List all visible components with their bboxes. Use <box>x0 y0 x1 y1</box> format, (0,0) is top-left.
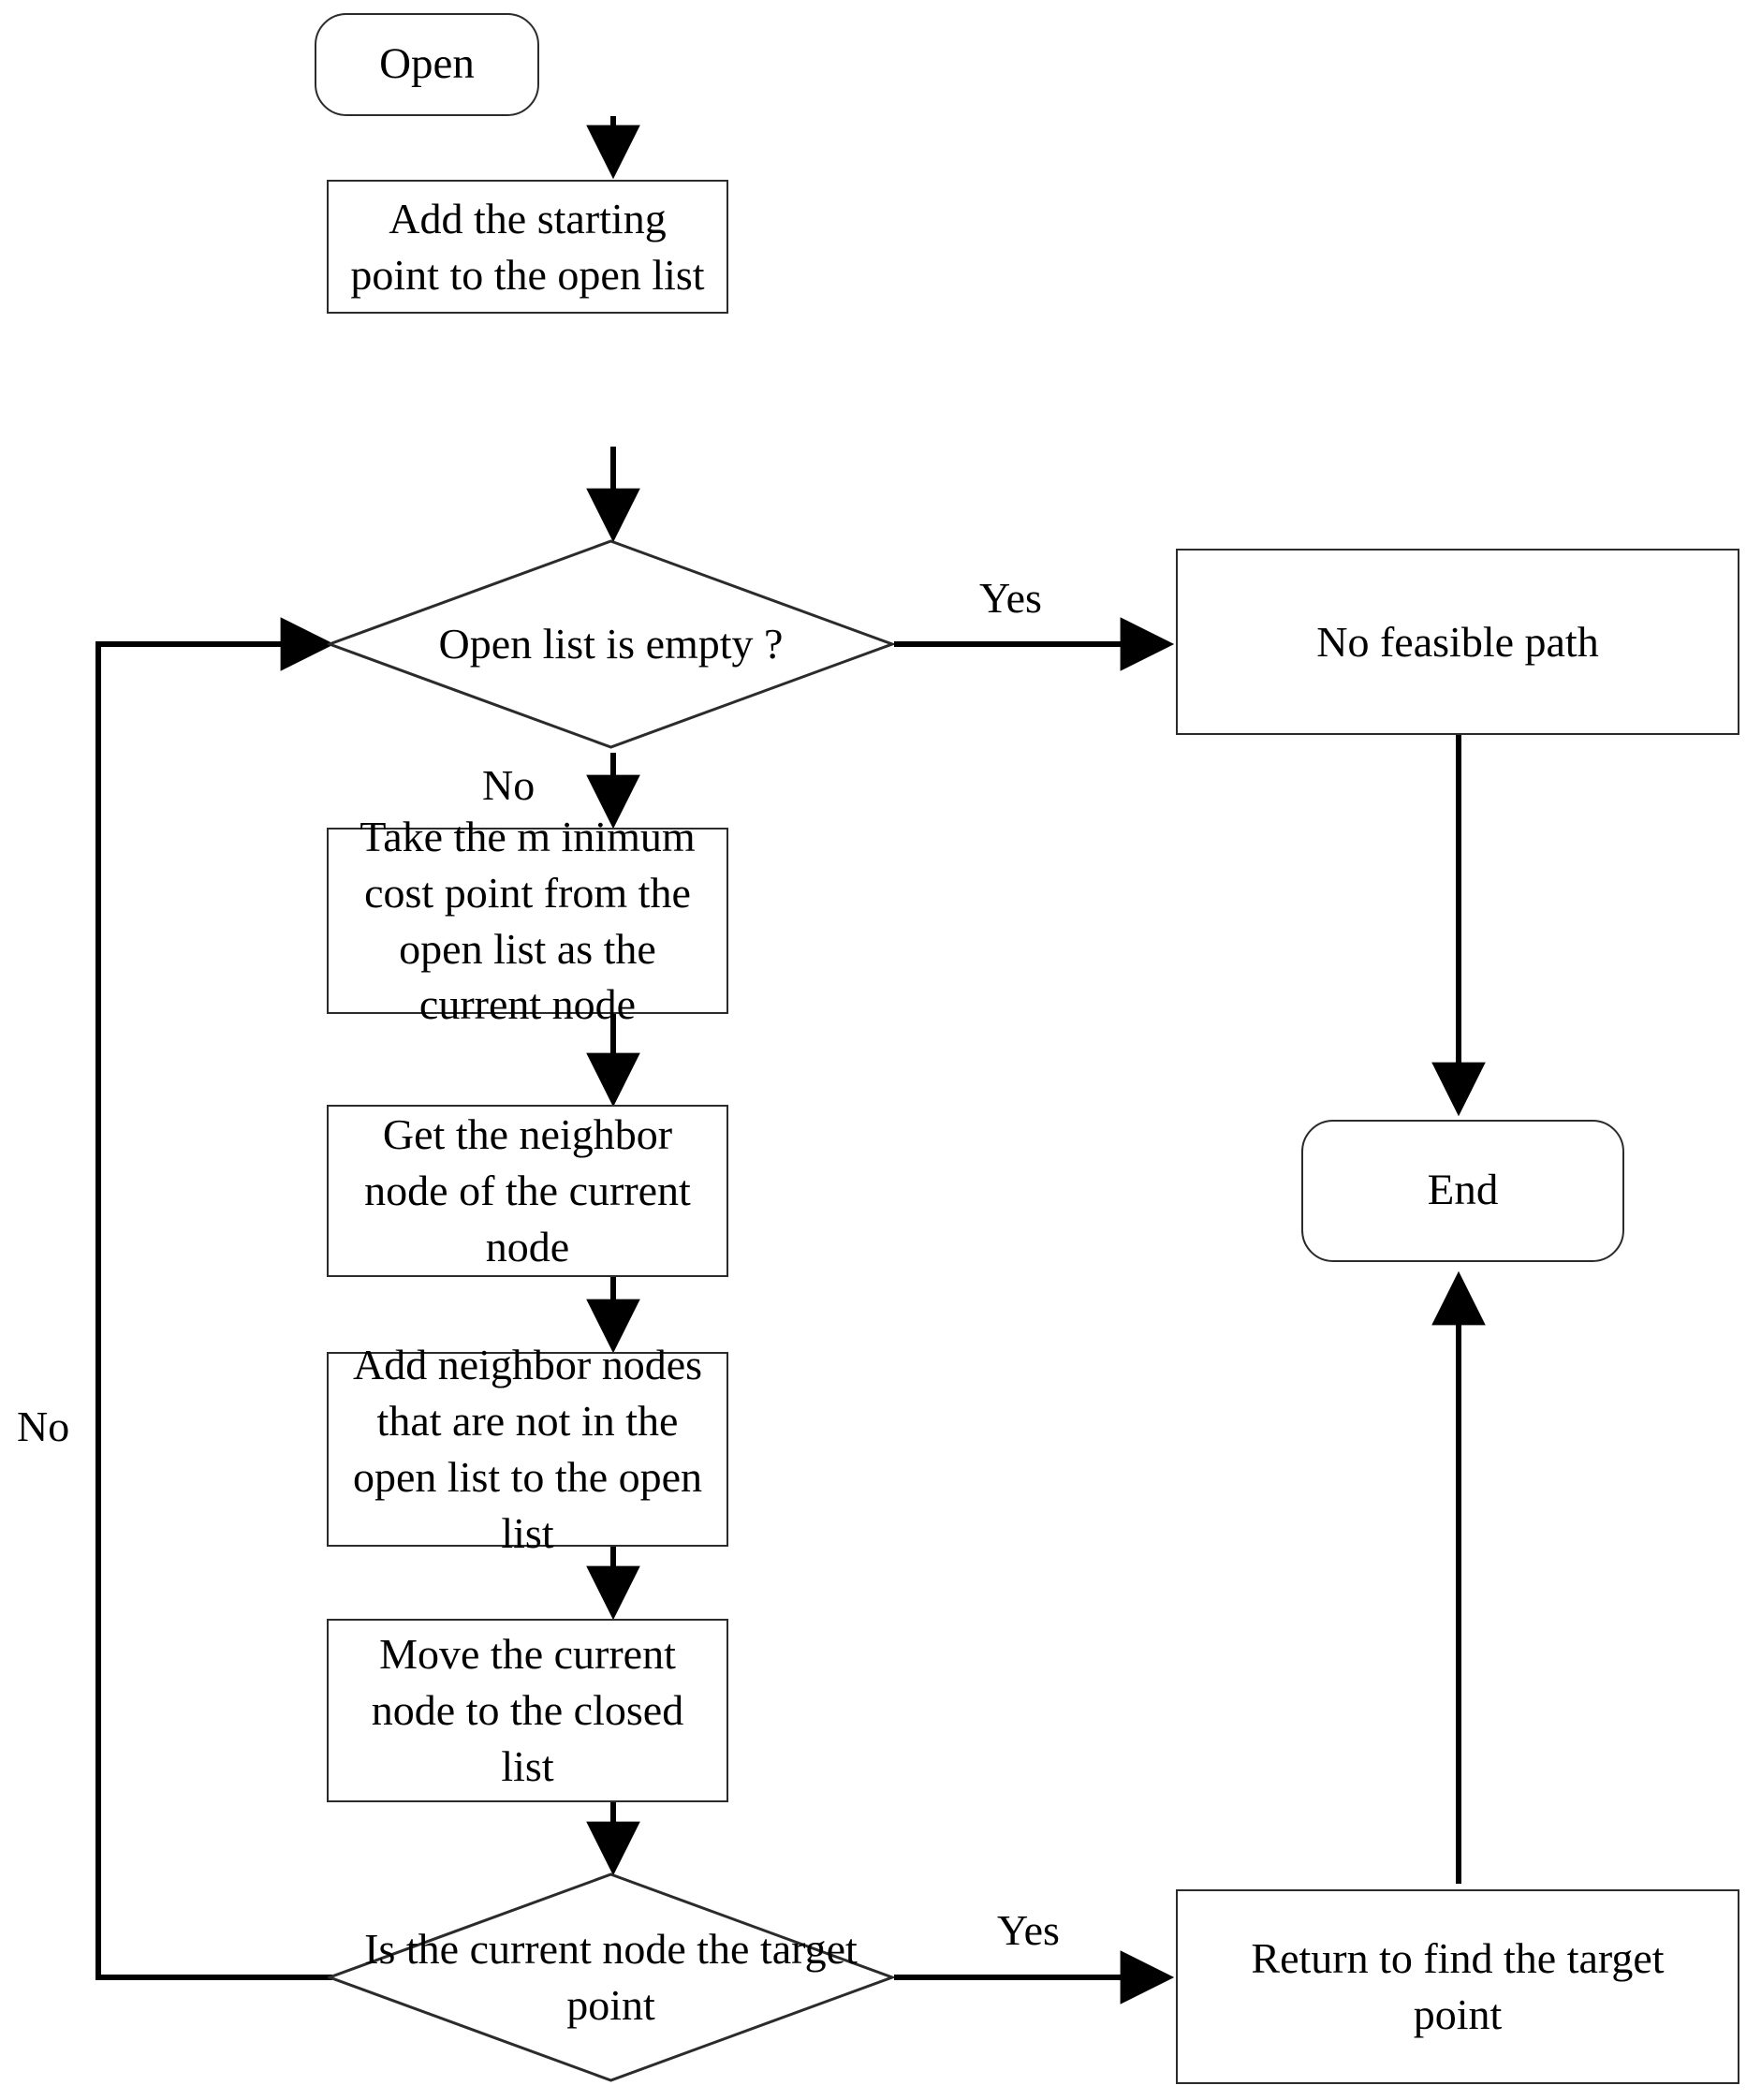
node-label: Is the current node the target point <box>364 1925 858 2029</box>
edge-label-no-open-empty: No <box>482 761 536 809</box>
node-return-find-target-point[interactable]: Return to find the target point <box>1176 1889 1739 2084</box>
node-take-min-cost-point[interactable]: Take the m inimum cost point from the op… <box>327 813 728 1028</box>
edge-label-yes-is-target: Yes <box>997 1906 1060 1954</box>
node-end[interactable]: End <box>1301 1120 1624 1262</box>
edge-label-no-is-target: No <box>17 1402 70 1450</box>
node-label: Get the neighbor node of the current nod… <box>364 1110 691 1270</box>
node-label: End <box>1427 1166 1499 1215</box>
node-no-feasible-path[interactable]: No feasible path <box>1176 549 1739 735</box>
node-add-neighbor-nodes[interactable]: Add neighbor nodes that are not in the o… <box>327 1341 728 1557</box>
node-move-current-node-closed[interactable]: Move the current node to the closed list <box>327 1619 728 1802</box>
edge-label-yes-open-empty: Yes <box>979 574 1042 622</box>
node-get-neighbor-node[interactable]: Get the neighbor node of the current nod… <box>327 1105 728 1277</box>
node-label: No feasible path <box>1316 617 1599 666</box>
node-label: Open list is empty ? <box>438 620 784 668</box>
node-add-starting-point[interactable]: Add the starting point to the open list <box>327 180 728 314</box>
node-label: Add the starting point to the open list <box>350 194 705 299</box>
node-label: Add neighbor nodes that are not in the o… <box>352 1341 703 1557</box>
node-start-open[interactable]: Open <box>315 13 539 116</box>
diamond-shape <box>328 1872 894 2082</box>
node-label: Open <box>379 39 475 89</box>
node-label: Move the current node to the closed list <box>371 1630 684 1790</box>
diamond-shape <box>328 539 894 749</box>
node-label: Return to find the target point <box>1251 1934 1665 2038</box>
node-label: Take the m inimum cost point from the op… <box>360 812 696 1029</box>
edge-is-target-no-loop-back <box>95 617 335 1980</box>
node-decision-open-list-empty[interactable]: Open list is empty ? <box>328 539 894 749</box>
node-decision-is-target-point[interactable]: Is the current node the target point <box>328 1872 894 2082</box>
